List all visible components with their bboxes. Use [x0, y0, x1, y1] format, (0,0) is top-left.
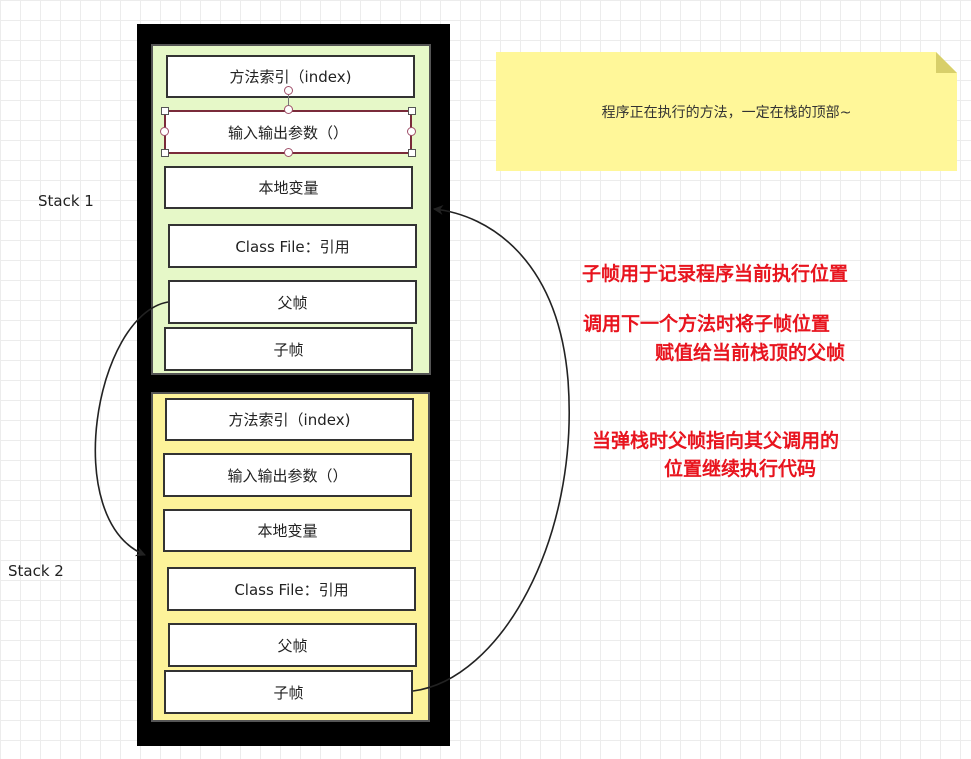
stack2-child-frame-cell[interactable]: 子帧	[164, 670, 413, 714]
annotation-line-5: 位置继续执行代码	[664, 458, 817, 480]
stack2-local-vars-cell[interactable]: 本地变量	[163, 509, 412, 552]
parent-to-stack2-arrow[interactable]	[94, 301, 169, 557]
annotation-line-2: 调用下一个方法时将子帧位置	[583, 313, 831, 335]
stack-frame-2[interactable]	[151, 392, 430, 722]
stack1-parent-frame-cell[interactable]: 父帧	[168, 280, 417, 324]
stack2-io-params-cell[interactable]: 输入输出参数（）	[163, 453, 412, 497]
stack2-class-file-cell[interactable]: Class File：引用	[167, 567, 416, 611]
connection-point-left[interactable]	[160, 127, 169, 136]
stack1-local-vars-cell[interactable]: 本地变量	[164, 166, 413, 209]
stack1-label: Stack 1	[38, 192, 94, 210]
child-to-stack1-arrow[interactable]	[412, 204, 570, 692]
resize-handle-bottom-right[interactable]	[408, 149, 416, 157]
annotation-line-4: 当弹栈时父帧指向其父调用的	[592, 430, 840, 452]
connection-point-bottom[interactable]	[284, 148, 293, 157]
resize-handle-top-left[interactable]	[161, 107, 169, 115]
stack1-class-file-cell[interactable]: Class File：引用	[168, 224, 417, 268]
sticky-note[interactable]: 程序正在执行的方法，一定在栈的顶部~	[496, 52, 957, 171]
annotation-line-1: 子帧用于记录程序当前执行位置	[582, 263, 849, 285]
stack2-method-index-cell[interactable]: 方法索引（index)	[165, 398, 414, 441]
stack1-child-frame-cell[interactable]: 子帧	[164, 327, 413, 371]
rotate-handle-stem	[288, 95, 289, 106]
resize-handle-bottom-left[interactable]	[161, 149, 169, 157]
stack2-parent-frame-cell[interactable]: 父帧	[168, 623, 417, 667]
stack2-label: Stack 2	[8, 562, 64, 580]
annotation-line-3: 赋值给当前栈顶的父帧	[655, 342, 846, 364]
sticky-note-text: 程序正在执行的方法，一定在栈的顶部~	[601, 104, 852, 121]
connection-point-right[interactable]	[407, 127, 416, 136]
resize-handle-top-right[interactable]	[408, 107, 416, 115]
rotate-handle[interactable]	[284, 86, 293, 95]
